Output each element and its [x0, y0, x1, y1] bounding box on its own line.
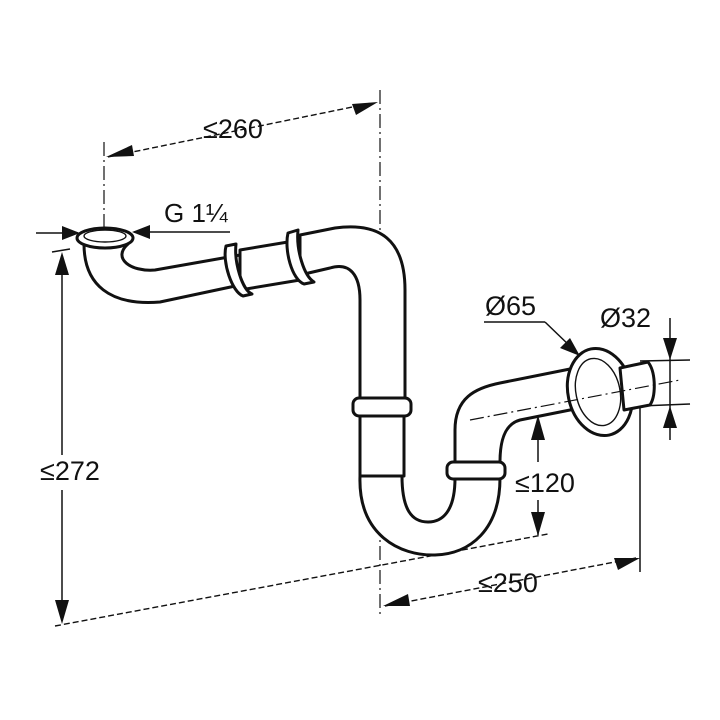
outlet-stub — [618, 360, 656, 412]
collar-2 — [285, 228, 316, 286]
collar-1 — [223, 242, 254, 298]
dim-label-outlet-diameter: Ø32 — [600, 303, 652, 333]
dim-label-width-bottom: ≤250 — [478, 568, 538, 598]
dim-label-outlet-height: ≤120 — [515, 468, 575, 498]
dim-label-rosette-diameter: Ø65 — [485, 291, 537, 321]
inlet-nut — [75, 226, 135, 250]
inlet-arm — [82, 242, 242, 304]
trap-tube — [358, 414, 406, 478]
trap-collar-lower — [445, 460, 507, 481]
baseline — [54, 533, 549, 627]
u-bend — [358, 474, 502, 557]
trap-collar-upper — [351, 396, 413, 418]
dim-label-thread: G 1¼ — [164, 198, 228, 228]
dim-label-width-top: ≤260 — [203, 114, 263, 144]
dim-label-height-total: ≤272 — [40, 456, 100, 486]
upper-elbow — [298, 225, 407, 407]
